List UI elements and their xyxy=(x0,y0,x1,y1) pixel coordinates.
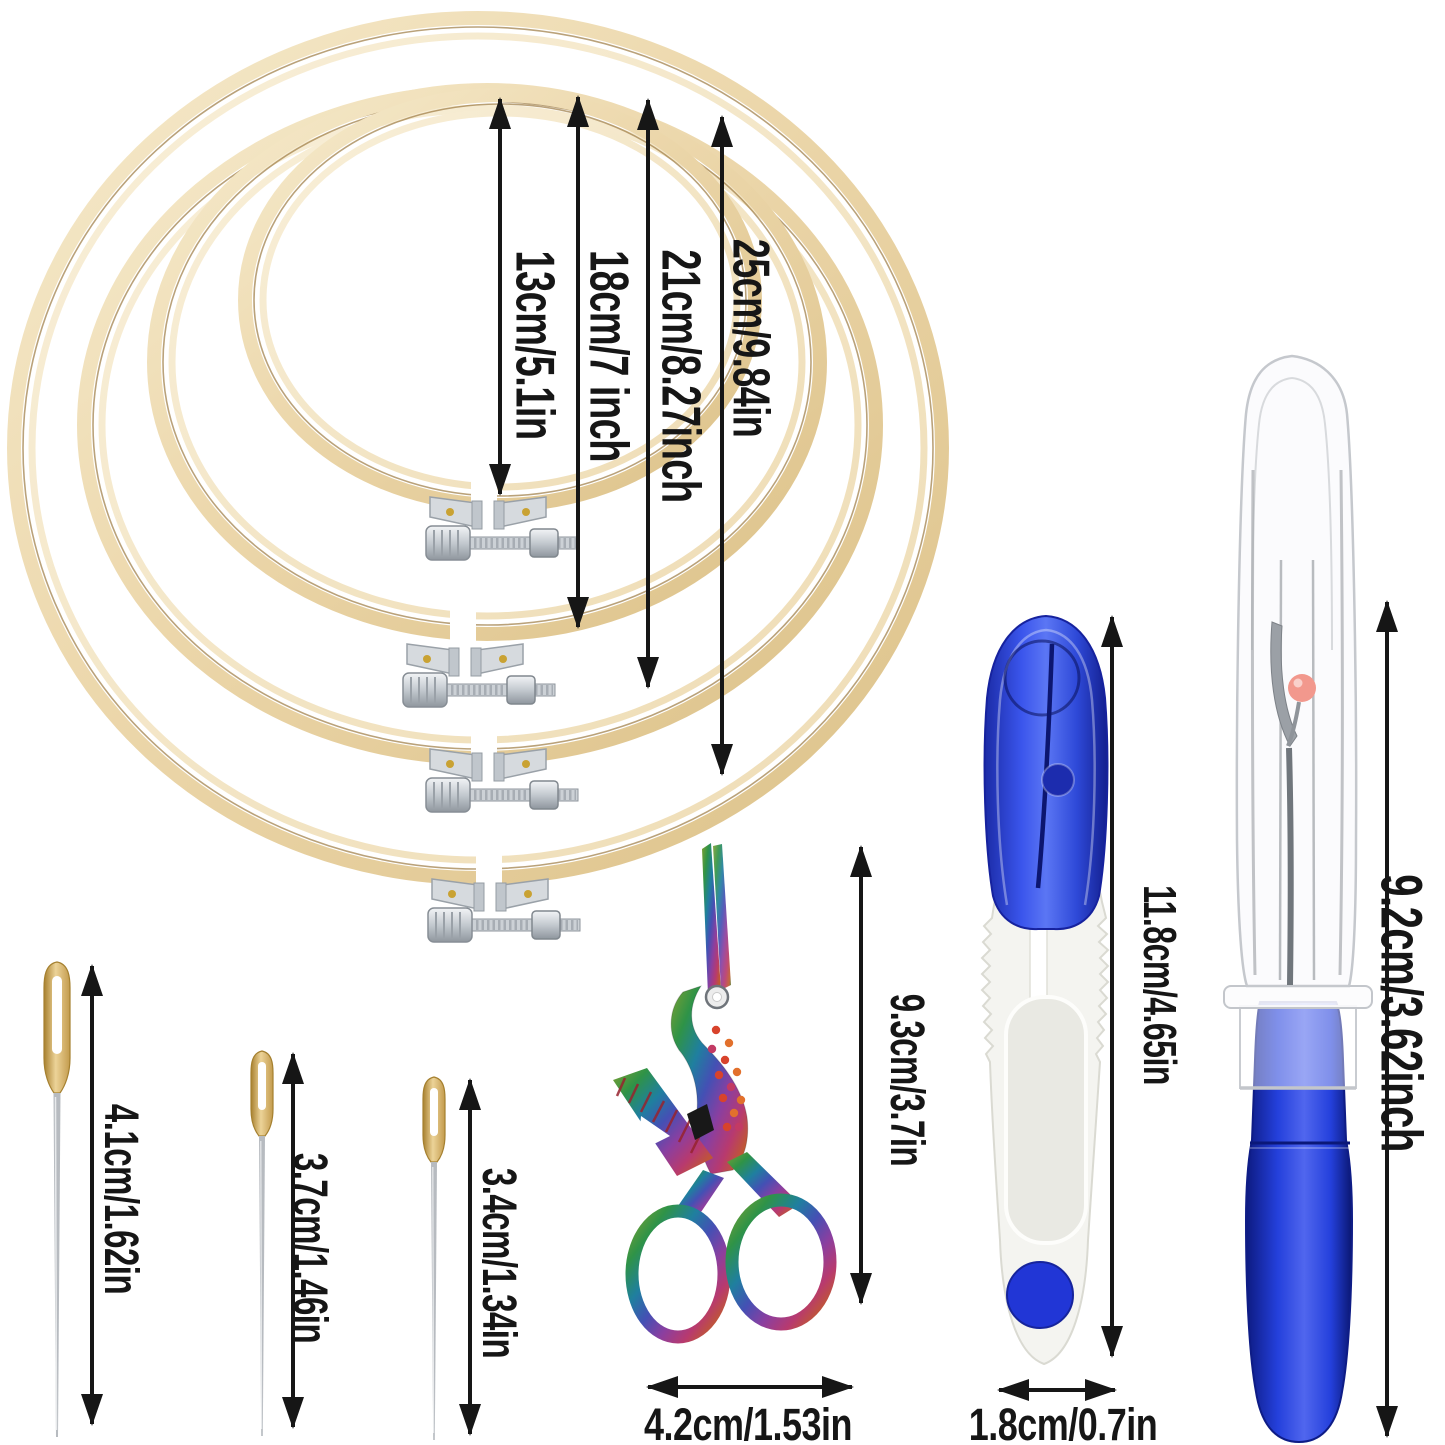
label-hoop-25cm: 25cm/9.84in xyxy=(722,239,781,438)
label-scissors-width: 4.2cm/1.53in xyxy=(644,1399,852,1445)
embroidery-hoops-group xyxy=(7,11,949,942)
snips-grip-cutout xyxy=(1004,995,1088,1245)
ripper-safety-ball xyxy=(1288,674,1316,702)
needle-large xyxy=(43,961,71,1437)
hoop-18cm-gap xyxy=(450,610,476,650)
label-needle-large: 4.1cm/1.62in xyxy=(95,1104,149,1294)
label-snips-width: 1.8cm/0.7in xyxy=(969,1399,1158,1445)
ripper-shaft xyxy=(1286,747,1294,986)
label-needle-small: 3.4cm/1.34in xyxy=(473,1168,527,1358)
label-hoop-21cm: 21cm/8.27inch xyxy=(650,249,712,502)
snips-blade-slot xyxy=(1035,643,1055,889)
scissors-stopper xyxy=(687,1104,714,1140)
scissors-left-finger-loop xyxy=(625,1204,731,1344)
ripper-blue-handle xyxy=(1244,1001,1354,1444)
hoop-25cm-screw-clamp xyxy=(428,879,580,942)
label-snips-height: 11.8cm/4.65in xyxy=(1133,885,1184,1085)
ripper-fork-blade xyxy=(1270,621,1298,747)
label-needle-medium: 3.7cm/1.46in xyxy=(284,1153,338,1343)
snips-rivet-button xyxy=(1006,1261,1074,1329)
scissors-right-finger-loop xyxy=(725,1193,837,1331)
scissors-handle-shank xyxy=(613,1068,713,1176)
label-ripper-height: 9.2cm/3.62inch xyxy=(1369,874,1434,1151)
label-hoop-18cm: 18cm/7 inch xyxy=(578,250,640,462)
label-scissors-height: 9.3cm/3.7in xyxy=(881,994,935,1166)
needle-medium xyxy=(250,1050,274,1436)
ripper-clear-cover xyxy=(1235,354,1358,988)
ripper-collar-flange xyxy=(1223,985,1373,1009)
scissors-body-spots xyxy=(707,1025,746,1132)
ripper-clear-skirt xyxy=(1239,1005,1357,1089)
snips-blade xyxy=(1029,919,1048,1007)
scissors-shank-hatching xyxy=(615,1077,704,1154)
needle-small xyxy=(422,1076,446,1440)
thread-snips xyxy=(980,614,1110,1366)
crane-scissors xyxy=(613,843,837,1344)
hoop-18cm-screw-clamp xyxy=(403,644,555,707)
seam-ripper xyxy=(1223,354,1373,1444)
needles-group xyxy=(43,961,446,1440)
label-hoop-13cm: 13cm/5.1in xyxy=(504,250,566,439)
dimension-arrows xyxy=(81,95,1398,1438)
